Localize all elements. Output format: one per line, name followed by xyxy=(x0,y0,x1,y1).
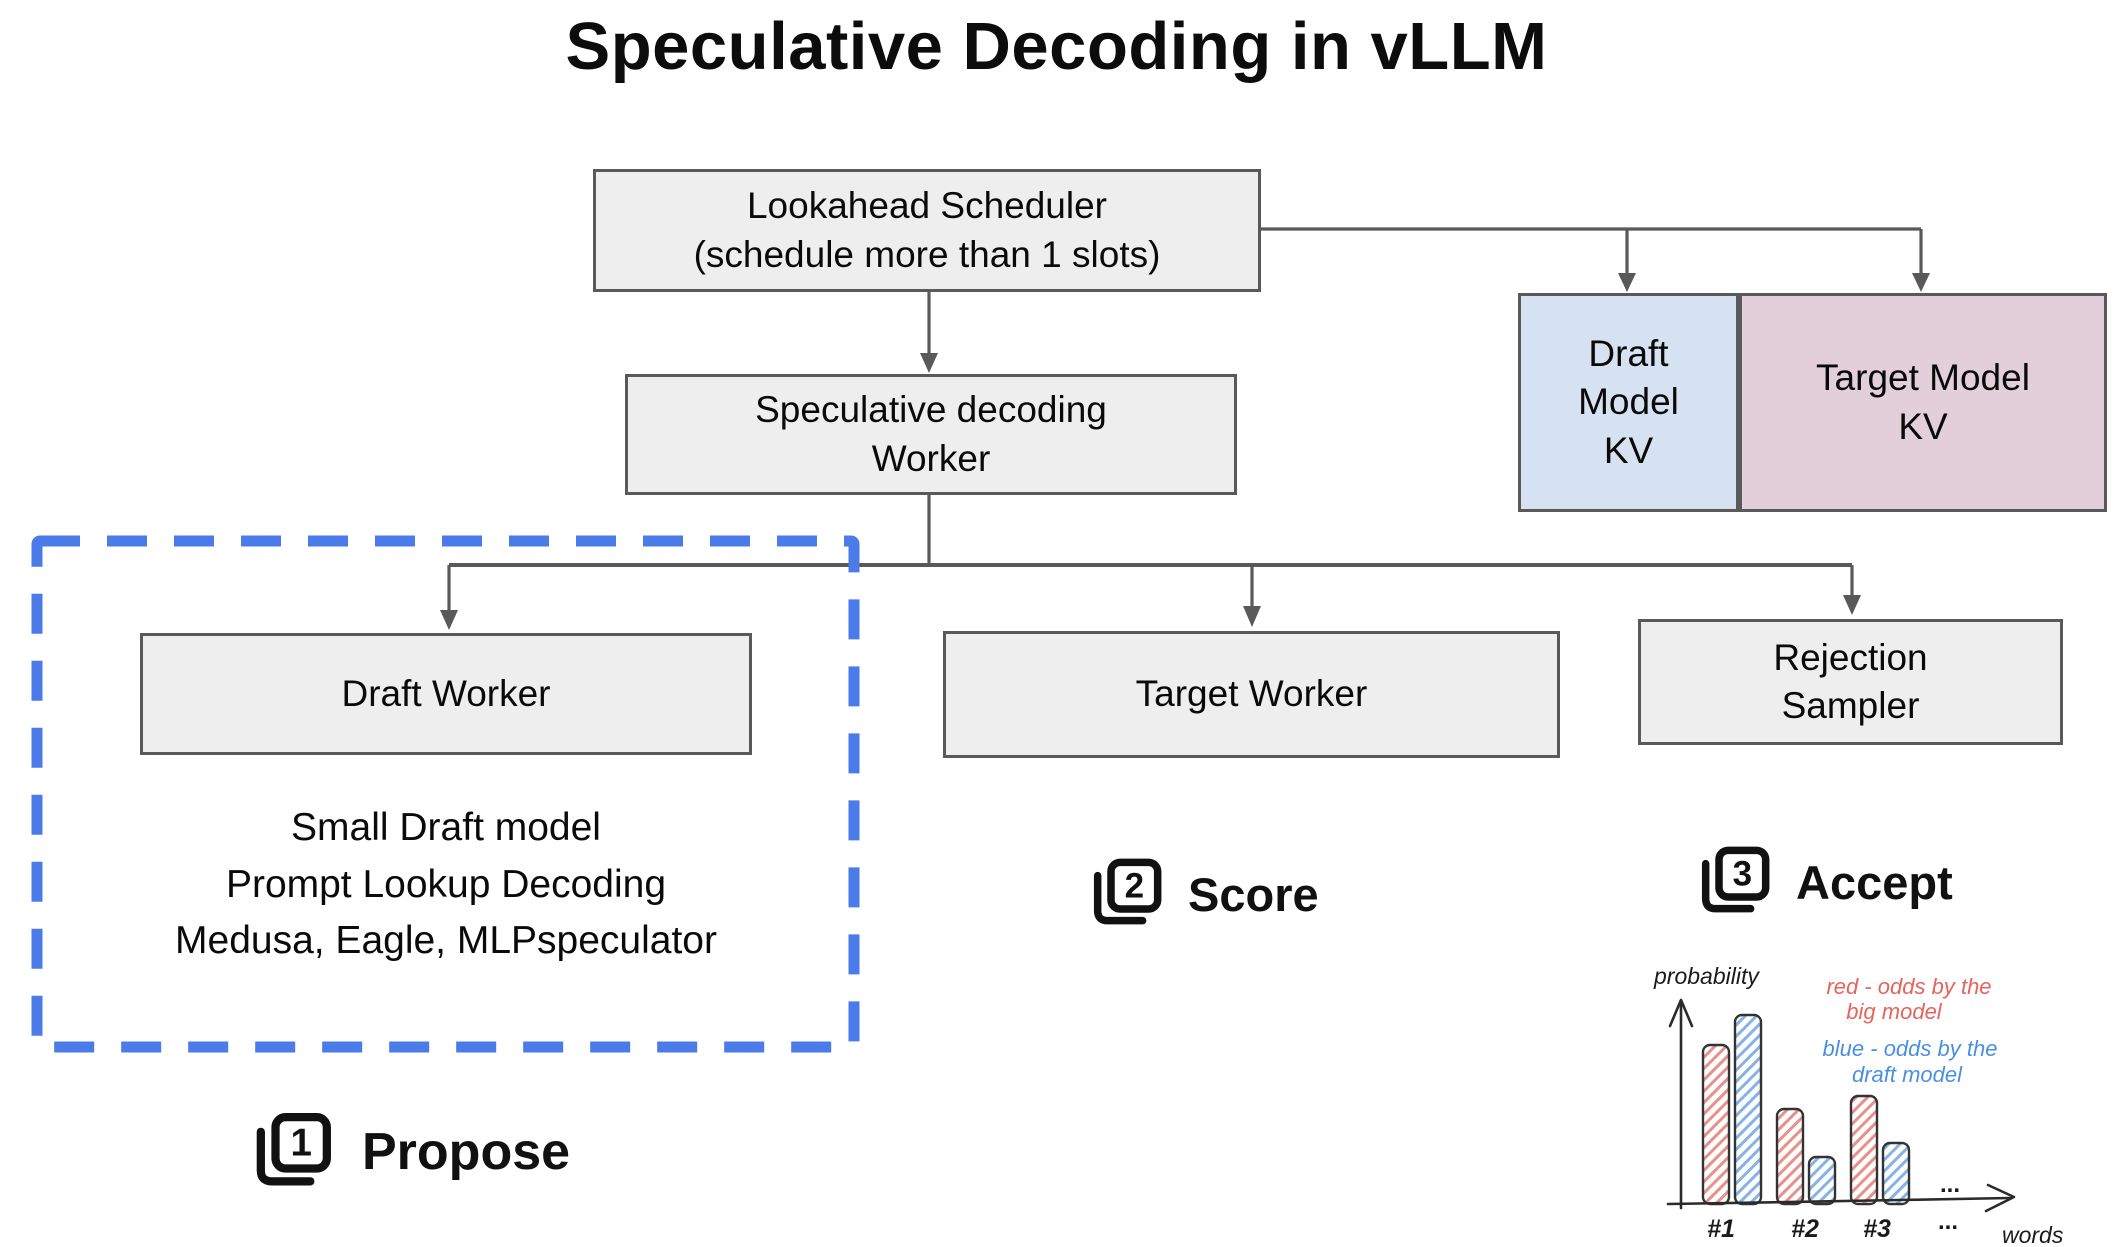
bar-blue-3 xyxy=(1881,1141,1911,1206)
legend-blue-line2: draft model xyxy=(1852,1062,1963,1087)
y-axis-label: probability xyxy=(1653,963,1760,989)
node-target-model-kv: Target Model KV xyxy=(1739,293,2107,512)
node-label-line: Draft Worker xyxy=(341,672,551,714)
page-title: Speculative Decoding in vLLM xyxy=(565,9,1548,84)
category-label: #1 xyxy=(1707,1215,1735,1243)
node-draft-model-kv: Draft Model KV xyxy=(1518,293,1739,512)
node-label-line: Speculative decoding xyxy=(755,389,1107,431)
legend-blue-line1: blue - odds by the xyxy=(1823,1036,1998,1061)
node-target-worker: Target Worker xyxy=(943,631,1560,758)
node-rejection-sampler: Rejection Sampler xyxy=(1638,619,2063,745)
category-label: #3 xyxy=(1863,1215,1891,1243)
svg-text:2: 2 xyxy=(1125,866,1144,905)
node-speculative-decoding-worker: Speculative decoding Worker xyxy=(625,374,1237,495)
ellipsis-below-axis: ... xyxy=(1938,1208,1958,1235)
note-line: Small Draft model xyxy=(291,806,601,849)
node-label-line: Target Worker xyxy=(1135,673,1368,715)
node-label-line: Worker xyxy=(871,437,991,479)
arrowhead-target-kv xyxy=(1912,273,1930,292)
bar-blue-1 xyxy=(1733,1013,1763,1206)
arrowhead-draft-worker xyxy=(440,610,458,630)
node-label-line: (schedule more than 1 slots) xyxy=(693,233,1161,275)
note-line: Prompt Lookup Decoding xyxy=(225,862,667,906)
node-label-line: Model xyxy=(1578,381,1679,423)
y-axis-arrowhead xyxy=(1668,998,1694,1028)
step-propose: 1 Propose xyxy=(248,1108,570,1196)
legend-red-line1: red - odds by the xyxy=(1826,974,1991,999)
filter-1-icon: 1 xyxy=(256,1113,331,1186)
node-label-line: Rejection xyxy=(1773,636,1928,678)
step-label: Propose xyxy=(362,1123,571,1181)
x-axis-label: words xyxy=(2002,1222,2064,1247)
step-score: 2 Score xyxy=(1086,854,1319,934)
step-accept: 3 Accept xyxy=(1694,842,1953,922)
step-label: Score xyxy=(1188,867,1319,921)
node-label-line: Target Model xyxy=(1816,357,2030,399)
x-axis xyxy=(1666,1196,2012,1206)
category-label: #2 xyxy=(1791,1215,1819,1243)
filter-3-icon: 3 xyxy=(1701,846,1770,913)
bar-red-2 xyxy=(1775,1107,1805,1206)
draft-worker-notes: Small Draft model Prompt Lookup Decoding… xyxy=(37,800,855,970)
node-label-line: Lookahead Scheduler xyxy=(746,185,1107,227)
node-label-line: Sampler xyxy=(1781,685,1920,726)
arrowhead-draft-kv xyxy=(1618,273,1636,292)
bar-red-3 xyxy=(1849,1094,1879,1206)
x-axis-arrowhead xyxy=(1984,1183,2016,1213)
bar-red-1 xyxy=(1701,1043,1731,1206)
arrowhead-rejection xyxy=(1843,595,1861,615)
arrowhead-specworker xyxy=(920,353,938,373)
note-line: Medusa, Eagle, MLPspeculator xyxy=(175,919,717,963)
svg-text:1: 1 xyxy=(290,1122,311,1165)
legend-red-line2: big model xyxy=(1846,999,1943,1024)
probability-chart: probability red - odds by the big model … xyxy=(1653,963,2064,1247)
node-label-line: Draft xyxy=(1588,333,1669,375)
node-lookahead-scheduler: Lookahead Scheduler (schedule more than … xyxy=(593,169,1261,292)
bar-blue-2 xyxy=(1807,1155,1837,1206)
arrowhead-target-worker xyxy=(1243,606,1261,627)
node-label-line: KV xyxy=(1603,429,1654,471)
filter-2-icon: 2 xyxy=(1093,858,1162,925)
node-label-line: KV xyxy=(1898,405,1948,447)
node-draft-worker: Draft Worker xyxy=(140,633,752,755)
propose-group-dashed-box xyxy=(31,535,860,1053)
svg-text:3: 3 xyxy=(1733,854,1752,893)
chart-bars xyxy=(1701,1013,1911,1206)
step-label: Accept xyxy=(1796,855,1953,909)
ellipsis-above-axis: ... xyxy=(1940,1171,1960,1198)
